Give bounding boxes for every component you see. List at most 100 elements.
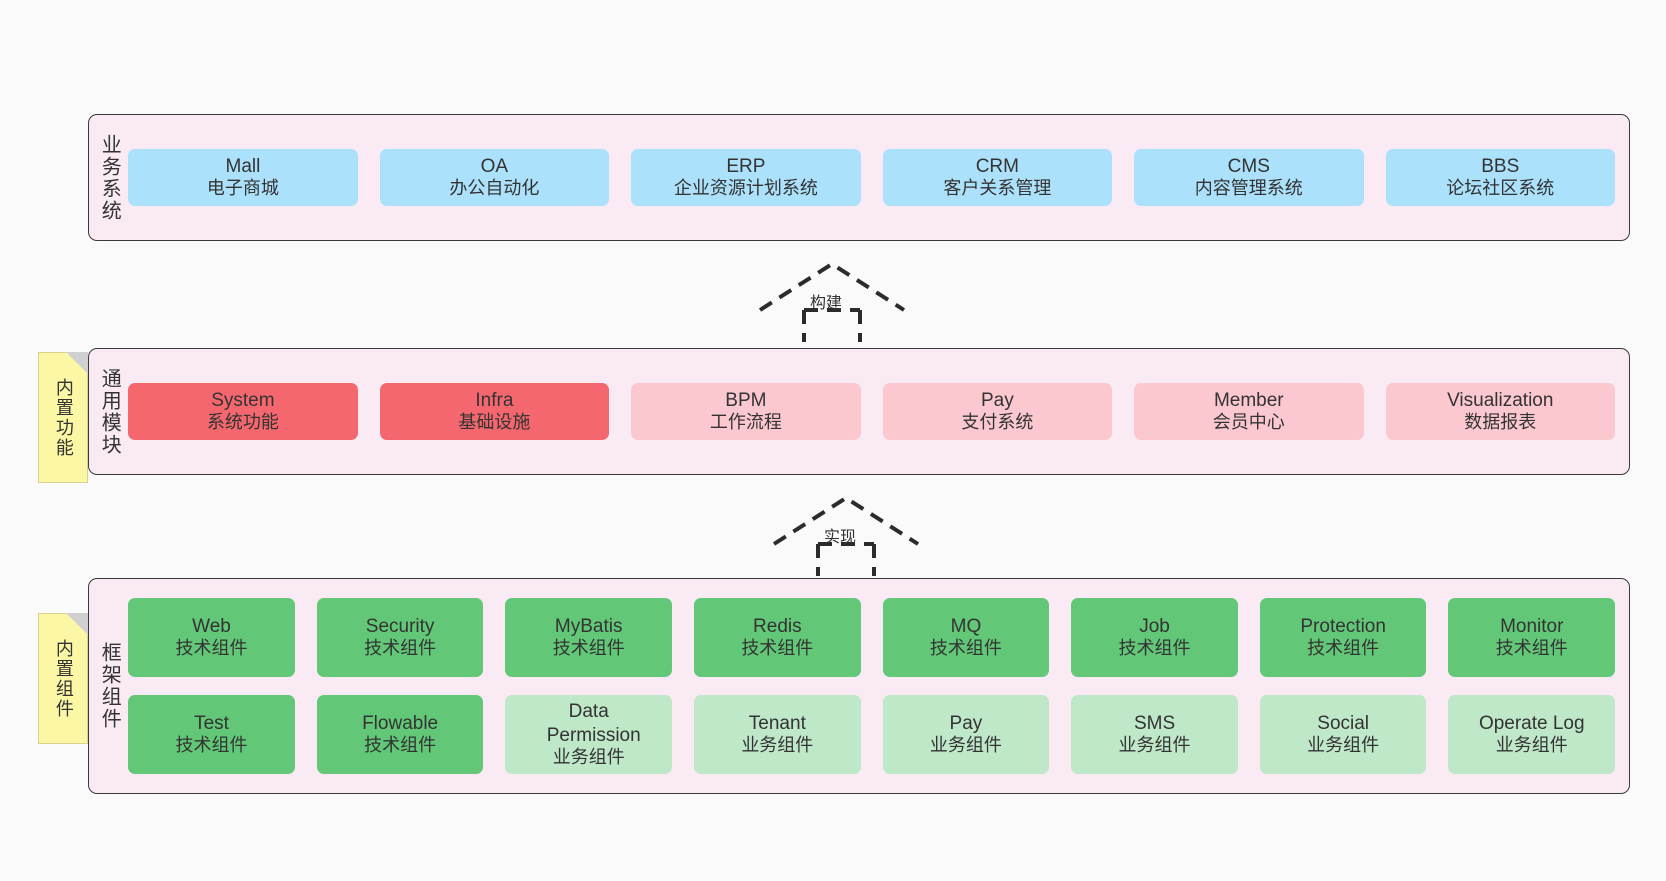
card-title-en: BPM bbox=[725, 389, 767, 411]
connector-build: 构建 bbox=[752, 258, 912, 344]
card-member[interactable]: Member 会员中心 bbox=[1134, 382, 1364, 441]
card-title-cn: 会员中心 bbox=[1212, 412, 1285, 433]
card-title-en: Data Permission bbox=[546, 701, 641, 746]
card-row: Mall 电子商城 OA 办公自动化 ERP 企业资源计划系统 CRM 客户关系… bbox=[128, 148, 1615, 207]
layer-common-module: 通用模块 System 系统功能 Infra 基础设施 BPM 工作流程 Pay… bbox=[88, 348, 1630, 475]
card-title-en: Social bbox=[1317, 712, 1370, 734]
card-flowable[interactable]: Flowable 技术组件 bbox=[316, 695, 484, 774]
card-title-cn: 业务组件 bbox=[741, 735, 814, 756]
card-title-en: Tenant bbox=[748, 712, 806, 734]
card-title-en: MQ bbox=[950, 615, 982, 637]
card-title-en: Monitor bbox=[1500, 615, 1564, 637]
card-title-cn: 技术组件 bbox=[364, 735, 437, 756]
card-title-en: Operate Log bbox=[1478, 712, 1585, 734]
layer-title-business: 业务系统 bbox=[98, 133, 121, 222]
card-cms[interactable]: CMS 内容管理系统 bbox=[1134, 148, 1364, 207]
card-title-cn: 电子商城 bbox=[206, 178, 279, 199]
card-title-en: ERP bbox=[726, 155, 766, 177]
layer-framework-component: 框架组件 Web 技术组件 Security 技术组件 MyBatis 技术组件… bbox=[88, 578, 1630, 794]
card-title-cn: 企业资源计划系统 bbox=[673, 178, 818, 199]
card-title-cn: 技术组件 bbox=[175, 735, 248, 756]
card-title-en: Web bbox=[192, 615, 231, 637]
card-title-cn: 业务组件 bbox=[1495, 735, 1568, 756]
card-data-permission[interactable]: Data Permission 业务组件 bbox=[505, 695, 673, 774]
card-title-en: Member bbox=[1213, 389, 1284, 411]
card-title-cn: 技术组件 bbox=[175, 638, 248, 659]
card-row: Web 技术组件 Security 技术组件 MyBatis 技术组件 Redi… bbox=[128, 598, 1616, 677]
card-sms[interactable]: SMS 业务组件 bbox=[1071, 695, 1238, 774]
card-title-cn: 办公自动化 bbox=[449, 178, 540, 199]
card-tenant[interactable]: Tenant 业务组件 bbox=[694, 695, 861, 774]
connector-build-label: 构建 bbox=[810, 295, 843, 312]
card-title-en: OA bbox=[480, 155, 509, 177]
card-test[interactable]: Test 技术组件 bbox=[128, 695, 295, 774]
card-title-en: SMS bbox=[1133, 712, 1176, 734]
card-job[interactable]: Job 技术组件 bbox=[1071, 598, 1238, 677]
card-title-cn: 客户关系管理 bbox=[943, 178, 1052, 199]
card-title-en: Flowable bbox=[362, 712, 439, 734]
card-title-cn: 技术组件 bbox=[741, 638, 814, 659]
card-mybatis[interactable]: MyBatis 技术组件 bbox=[505, 598, 673, 677]
card-title-en: System bbox=[211, 389, 275, 411]
card-title-cn: 技术组件 bbox=[1118, 638, 1191, 659]
card-title-en: Security bbox=[365, 615, 435, 637]
card-title-cn: 业务组件 bbox=[1118, 735, 1191, 756]
connector-implement: 实现 bbox=[766, 492, 926, 578]
card-title-cn: 技术组件 bbox=[1495, 638, 1568, 659]
card-title-cn: 业务组件 bbox=[929, 735, 1002, 756]
card-row: System 系统功能 Infra 基础设施 BPM 工作流程 Pay 支付系统… bbox=[128, 382, 1615, 441]
note-label: 内置功能 bbox=[53, 377, 74, 458]
card-row: Test 技术组件 Flowable 技术组件 Data Permission … bbox=[128, 695, 1616, 774]
card-title-cn: 技术组件 bbox=[929, 638, 1002, 659]
layer-business-system: 业务系统 Mall 电子商城 OA 办公自动化 ERP 企业资源计划系统 CRM… bbox=[88, 114, 1630, 241]
card-title-cn: 技术组件 bbox=[552, 638, 625, 659]
note-builtin-features: 内置功能 bbox=[38, 352, 88, 483]
note-label: 内置组件 bbox=[53, 638, 74, 719]
card-pay-business[interactable]: Pay 业务组件 bbox=[882, 695, 1050, 774]
card-monitor[interactable]: Monitor 技术组件 bbox=[1448, 598, 1616, 677]
card-title-cn: 基础设施 bbox=[458, 412, 531, 433]
card-operate-log[interactable]: Operate Log 业务组件 bbox=[1448, 695, 1616, 774]
card-social[interactable]: Social 业务组件 bbox=[1259, 695, 1427, 774]
card-redis[interactable]: Redis 技术组件 bbox=[694, 598, 861, 677]
card-web[interactable]: Web 技术组件 bbox=[128, 598, 295, 677]
card-title-en: BBS bbox=[1481, 155, 1520, 177]
card-erp[interactable]: ERP 企业资源计划系统 bbox=[631, 148, 861, 207]
card-title-cn: 业务组件 bbox=[552, 746, 625, 767]
implement-arrow-icon bbox=[772, 495, 920, 576]
card-title-en: MyBatis bbox=[554, 615, 623, 637]
card-mq[interactable]: MQ 技术组件 bbox=[882, 598, 1050, 677]
card-security[interactable]: Security 技术组件 bbox=[316, 598, 484, 677]
card-title-en: Pay bbox=[949, 712, 983, 734]
layer-title-framework: 框架组件 bbox=[98, 642, 121, 730]
layer-body-business: Mall 电子商城 OA 办公自动化 ERP 企业资源计划系统 CRM 客户关系… bbox=[124, 115, 1629, 240]
card-system[interactable]: System 系统功能 bbox=[128, 382, 358, 441]
card-title-cn: 技术组件 bbox=[1307, 638, 1380, 659]
card-title-en: Redis bbox=[753, 615, 802, 637]
card-protection[interactable]: Protection 技术组件 bbox=[1259, 598, 1427, 677]
card-pay[interactable]: Pay 支付系统 bbox=[882, 382, 1113, 441]
card-bbs[interactable]: BBS 论坛社区系统 bbox=[1385, 148, 1615, 207]
card-visualization[interactable]: Visualization 数据报表 bbox=[1385, 382, 1615, 441]
card-bpm[interactable]: BPM 工作流程 bbox=[631, 382, 861, 441]
card-title-cn: 数据报表 bbox=[1464, 412, 1537, 433]
connector-implement-label: 实现 bbox=[824, 529, 857, 546]
card-title-cn: 内容管理系统 bbox=[1194, 178, 1303, 199]
build-arrow-icon bbox=[758, 261, 906, 342]
card-title-cn: 系统功能 bbox=[206, 412, 279, 433]
layer-title-common: 通用模块 bbox=[98, 367, 121, 456]
card-title-cn: 论坛社区系统 bbox=[1446, 178, 1555, 199]
card-title-en: CRM bbox=[975, 155, 1019, 177]
card-infra[interactable]: Infra 基础设施 bbox=[379, 382, 610, 441]
card-title-en: Infra bbox=[475, 389, 514, 411]
card-title-cn: 工作流程 bbox=[709, 412, 782, 433]
card-title-en: Mall bbox=[225, 155, 261, 177]
card-title-en: CMS bbox=[1227, 155, 1270, 177]
card-crm[interactable]: CRM 客户关系管理 bbox=[882, 148, 1113, 207]
card-title-en: Protection bbox=[1300, 615, 1386, 637]
card-title-en: Pay bbox=[980, 389, 1014, 411]
card-mall[interactable]: Mall 电子商城 bbox=[128, 148, 358, 207]
card-oa[interactable]: OA 办公自动化 bbox=[379, 148, 610, 207]
card-title-cn: 支付系统 bbox=[961, 412, 1034, 433]
card-title-cn: 技术组件 bbox=[364, 638, 437, 659]
